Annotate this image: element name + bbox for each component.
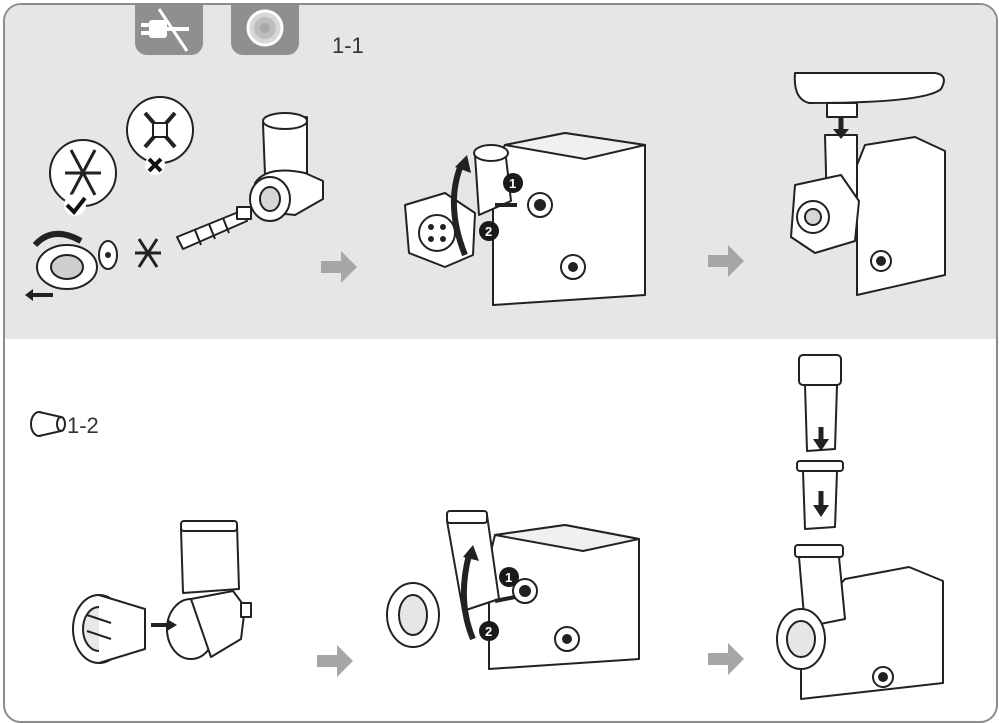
cross-blade [135,239,161,267]
motor-unit-1 [493,133,645,305]
motor-unit-2 [857,137,945,295]
wrong-blade-orientation [127,97,193,163]
step-badge-1a: 1 [503,173,523,193]
step-badge-1b: 1 [499,567,519,587]
gray-arrow-icon [321,251,357,283]
svg-text:2: 2 [485,224,492,239]
mincing-disc [99,241,117,269]
inner-pusher [797,461,843,529]
manual-page-frame: 1-1 [3,3,998,723]
worm-screw [177,207,251,249]
svg-text:1: 1 [509,176,516,191]
ring-nut [35,234,97,289]
gray-arrow-icon [708,643,744,675]
svg-text:2: 2 [485,624,492,639]
svg-text:1: 1 [505,570,512,585]
gray-arrow-icon [317,645,353,677]
step-badge-2a: 2 [479,221,499,241]
check-icon [64,194,86,216]
step-1-1-illustration: 1 2 [5,5,996,339]
correct-blade-orientation [50,140,116,206]
food-pusher [799,355,841,451]
slicer-head [167,521,251,659]
slicer-cone [73,595,145,663]
push-arrow-head [25,289,33,301]
step-badge-2b: 2 [479,621,499,641]
gray-arrow-icon [708,245,744,277]
cross-icon [145,155,165,175]
mincer-head [250,113,323,221]
step-1-2-illustration: 1 2 [5,339,996,721]
